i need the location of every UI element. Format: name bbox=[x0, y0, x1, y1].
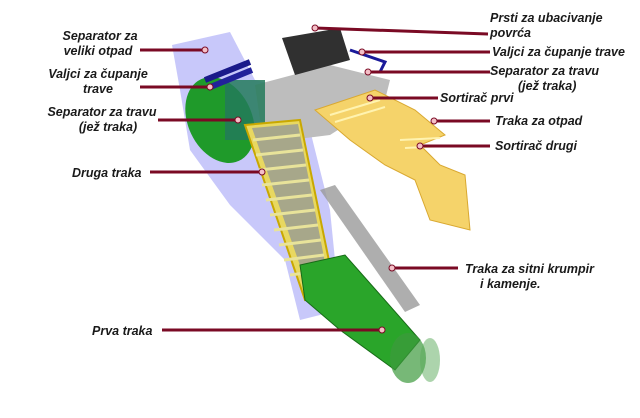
label-traka-sitni-2: i kamenje. bbox=[480, 277, 540, 291]
roller bbox=[203, 59, 252, 83]
label-separator-travu-right-2: (jež traka) bbox=[518, 79, 576, 93]
wheel bbox=[390, 333, 426, 383]
label-sortirac-prvi: Sortirač prvi bbox=[440, 91, 514, 105]
yellow-sorter bbox=[314, 89, 471, 231]
label-separator-travu-left-2: (jež traka) bbox=[79, 120, 137, 134]
label-traka-otpad: Traka za otpad bbox=[495, 114, 583, 128]
label-druga-traka: Druga traka bbox=[72, 166, 142, 180]
label-separator-travu-left-1: Separator za travu bbox=[47, 105, 156, 119]
label-valjci-right: Valjci za čupanje trave bbox=[492, 45, 625, 59]
label-prsti-2: povrća bbox=[489, 26, 531, 40]
label-valjci-left-1: Valjci za čupanje bbox=[48, 67, 148, 81]
brush-fingers bbox=[282, 28, 350, 75]
label-prva-traka: Prva traka bbox=[92, 324, 153, 338]
wheel bbox=[420, 338, 440, 382]
small-potato-belt bbox=[320, 185, 420, 312]
leader-lines bbox=[140, 24, 490, 334]
sorter-ridges bbox=[329, 99, 446, 149]
label-separator-travu-right-1: Separator za travu bbox=[490, 64, 599, 78]
label-sortirac-drugi: Sortirač drugi bbox=[495, 139, 577, 153]
label-valjci-left-2: trave bbox=[83, 82, 113, 96]
label-separator-veliki-1: Separator za bbox=[62, 29, 137, 43]
label-prsti-1: Prsti za ubacivanje bbox=[490, 11, 603, 25]
roller bbox=[206, 67, 254, 91]
label-separator-veliki-2: veliki otpad bbox=[64, 44, 133, 58]
label-traka-sitni-1: Traka za sitni krumpir bbox=[465, 262, 595, 276]
belt-slats bbox=[252, 133, 328, 277]
